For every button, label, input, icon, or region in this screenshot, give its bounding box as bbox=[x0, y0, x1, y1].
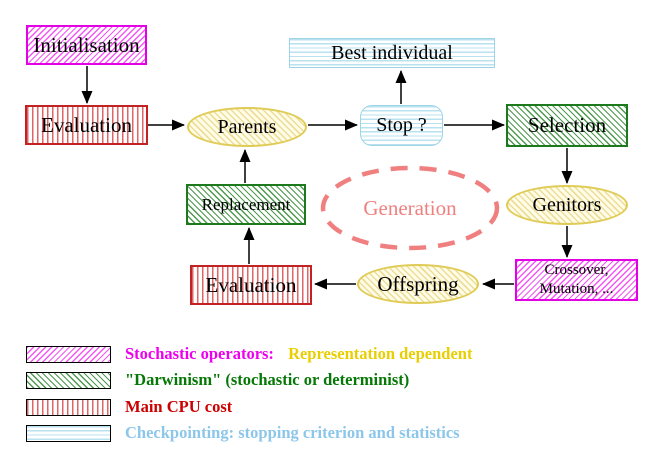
node-initialisation: Initialisation bbox=[26, 25, 147, 65]
legend-row-darwinism: "Darwinism" (stochastic or determinist) bbox=[26, 370, 409, 390]
node-crossover-mutation: Crossover, Mutation, ... bbox=[515, 259, 638, 301]
legend-representation-label: Representation dependent bbox=[288, 344, 473, 363]
legend-row-checkpointing: Checkpointing: stopping criterion and st… bbox=[26, 423, 460, 443]
node-genitors: Genitors bbox=[506, 185, 628, 225]
node-crossover-mutation-label: Crossover, Mutation, ... bbox=[540, 261, 614, 299]
legend-text-checkpointing: Checkpointing: stopping criterion and st… bbox=[125, 423, 460, 443]
node-evaluation-top-label: Evaluation bbox=[41, 112, 132, 137]
legend-checkpointing-label: Checkpointing: stopping criterion and st… bbox=[125, 423, 460, 442]
node-evaluation-top: Evaluation bbox=[25, 105, 148, 145]
node-replacement: Replacement bbox=[186, 184, 306, 225]
legend-row-stochastic-operators: Stochastic operators: Representation dep… bbox=[26, 344, 472, 364]
node-selection-label: Selection bbox=[527, 113, 607, 137]
legend-swatch-magenta-hatch bbox=[26, 345, 111, 363]
legend-cpu-cost-label: Main CPU cost bbox=[125, 397, 233, 416]
node-genitors-label: Genitors bbox=[532, 193, 602, 216]
crossover-line1: Crossover, bbox=[544, 262, 609, 279]
node-parents: Parents bbox=[187, 107, 307, 147]
legend-text-darwinism: "Darwinism" (stochastic or determinist) bbox=[125, 370, 409, 390]
legend-swatch-red-stripes bbox=[26, 398, 111, 416]
legend-swatch-cyan-stripes bbox=[26, 424, 111, 442]
legend-swatch-green-hatch bbox=[26, 371, 111, 389]
node-parents-label: Parents bbox=[217, 115, 277, 138]
generation-cycle-ellipse bbox=[320, 165, 500, 251]
node-selection: Selection bbox=[506, 104, 628, 147]
node-initialisation-label: Initialisation bbox=[33, 32, 140, 57]
node-stop-label: Stop ? bbox=[376, 114, 427, 136]
node-generation: Generation bbox=[323, 168, 497, 248]
legend-darwinism-label: "Darwinism" (stochastic or determinist) bbox=[125, 370, 410, 389]
node-evaluation-bottom-label: Evaluation bbox=[205, 272, 297, 297]
crossover-line2: Mutation, ... bbox=[539, 281, 614, 297]
legend-text-cpu-cost: Main CPU cost bbox=[125, 397, 232, 417]
legend-row-cpu-cost: Main CPU cost bbox=[26, 397, 232, 417]
node-replacement-label: Replacement bbox=[201, 194, 291, 214]
legend-stochastic-label: Stochastic operators: bbox=[125, 344, 274, 363]
node-best-individual: Best individual bbox=[289, 38, 495, 68]
node-evaluation-bottom: Evaluation bbox=[190, 265, 312, 305]
node-offspring-label: Offspring bbox=[377, 271, 459, 296]
node-offspring: Offspring bbox=[357, 264, 479, 304]
node-stop: Stop ? bbox=[360, 105, 443, 146]
legend-text-stochastic: Stochastic operators: Representation dep… bbox=[125, 344, 472, 364]
node-best-individual-label: Best individual bbox=[331, 41, 453, 64]
node-generation-label: Generation bbox=[363, 195, 457, 220]
